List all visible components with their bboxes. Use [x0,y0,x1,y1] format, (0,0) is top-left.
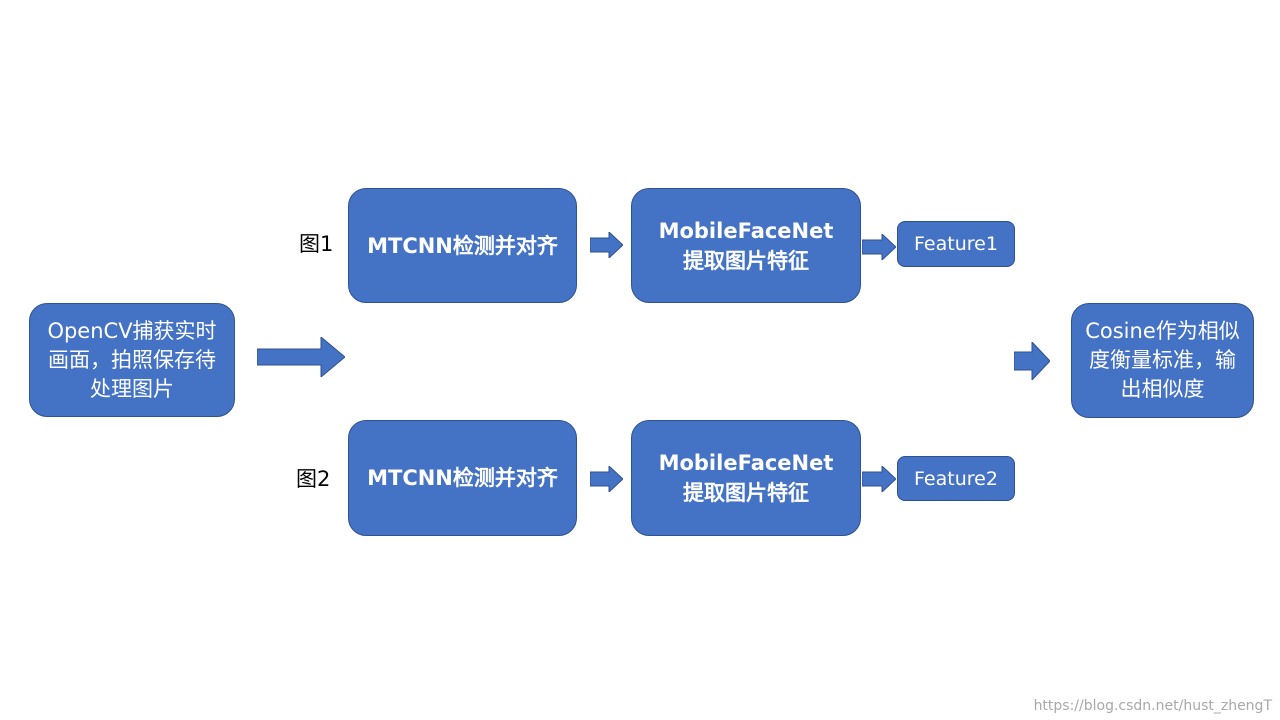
row2-detect-text: MTCNN检测并对齐 [367,466,558,490]
row1-detect-box: MTCNN检测并对齐 [348,188,577,303]
row1-feature-box: Feature1 [897,221,1015,267]
row2-extract-text: MobileFaceNet提取图片特征 [658,451,834,505]
row2-feature-box: Feature2 [897,456,1015,501]
result-box: Cosine作为相似度衡量标准，输出相似度 [1071,303,1254,418]
source-box-text: OpenCV捕获实时画面，拍照保存待处理图片 [47,318,217,401]
row1-arrow1-icon [590,232,623,258]
row1-extract-box: MobileFaceNet提取图片特征 [631,188,861,303]
row1-arrow2-icon [862,234,896,260]
result-box-text: Cosine作为相似度衡量标准，输出相似度 [1085,319,1240,401]
row2-extract-box: MobileFaceNet提取图片特征 [631,420,861,536]
row2-label: 图2 [296,467,331,491]
row1-label: 图1 [299,232,334,256]
row2-feature-text: Feature2 [914,467,998,490]
watermark: https://blog.csdn.net/hust_zhengT [1033,698,1272,714]
result-arrow-icon [1014,342,1050,380]
row1-feature-text: Feature1 [914,233,998,255]
source-box: OpenCV捕获实时画面，拍照保存待处理图片 [29,303,235,417]
row2-arrow1-icon [590,466,623,492]
row2-detect-box: MTCNN检测并对齐 [348,420,577,536]
source-arrow-icon [257,337,345,377]
row2-arrow2-icon [862,466,896,492]
row1-extract-text: MobileFaceNet提取图片特征 [658,218,834,273]
row1-detect-text: MTCNN检测并对齐 [367,233,558,258]
